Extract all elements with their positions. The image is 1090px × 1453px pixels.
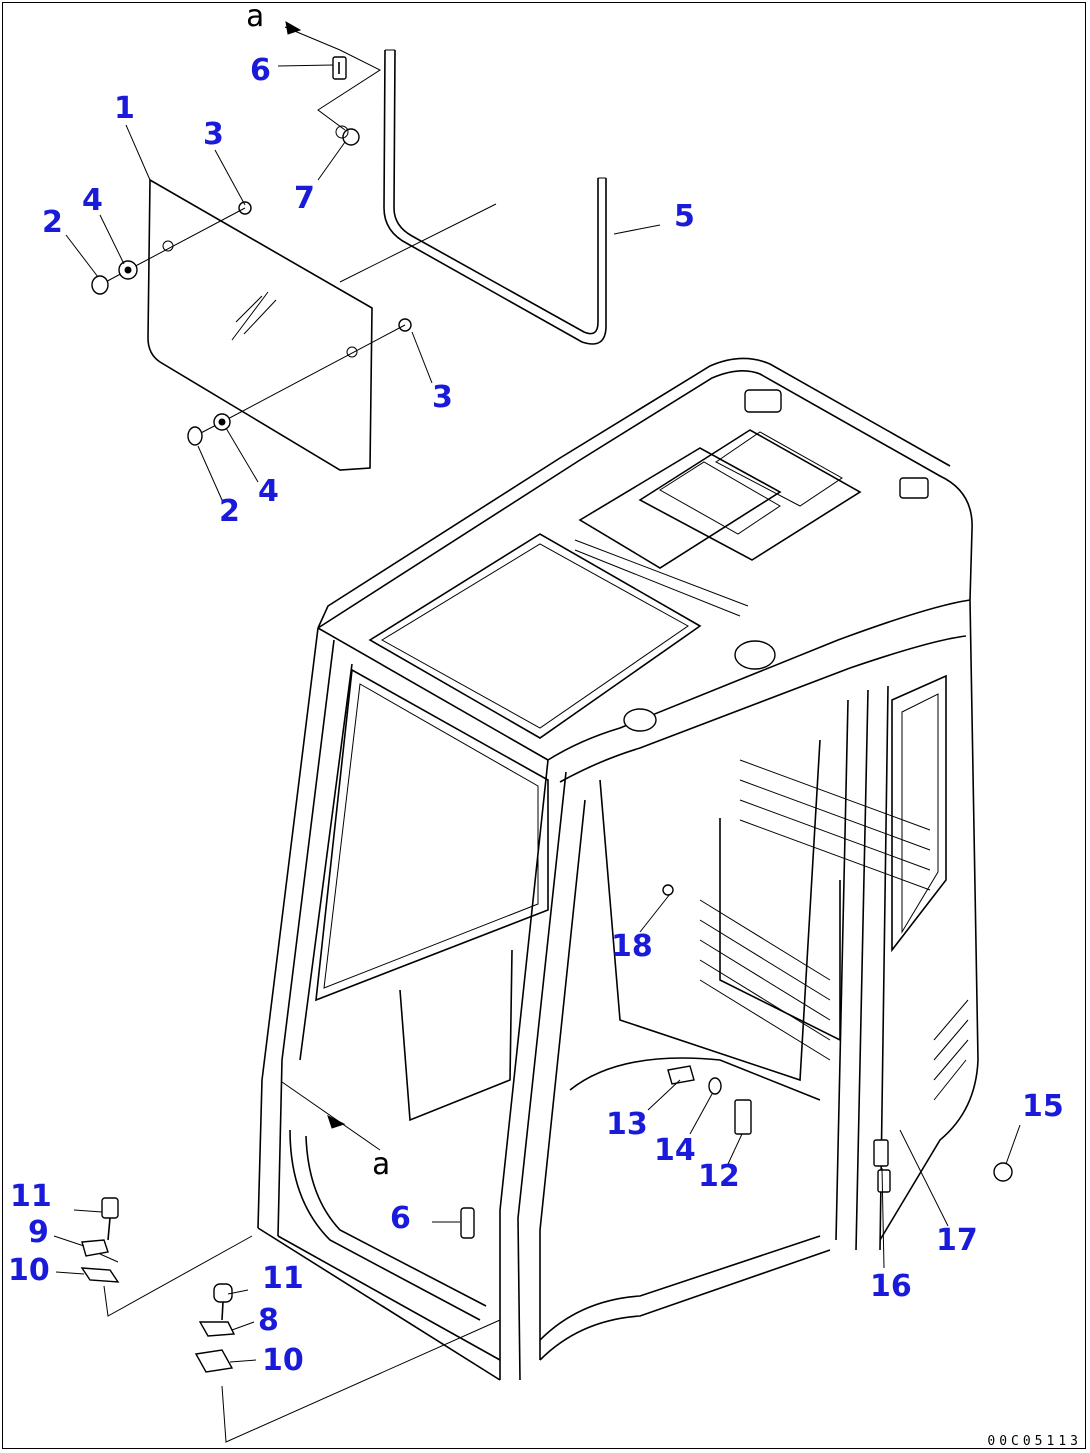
glass-nuts bbox=[91, 260, 231, 446]
callout-3-top: 3 bbox=[203, 117, 224, 152]
callout-18: 18 bbox=[611, 929, 653, 964]
callout-11-left: 11 bbox=[10, 1179, 52, 1214]
leader-lines bbox=[53, 64, 1021, 1363]
callout-2-bottom: 2 bbox=[219, 494, 240, 529]
callout-4-bottom: 4 bbox=[258, 474, 279, 509]
callout-12: 12 bbox=[698, 1159, 740, 1194]
callout-8: 8 bbox=[258, 1303, 279, 1338]
callout-9: 9 bbox=[28, 1215, 49, 1250]
callout-5: 5 bbox=[674, 199, 695, 234]
callout-6-lower: 6 bbox=[390, 1201, 411, 1236]
callout-11-right: 11 bbox=[262, 1261, 304, 1296]
weatherstrip bbox=[383, 49, 607, 345]
drawing-code: 00C05113 bbox=[987, 1434, 1082, 1449]
callout-6-top: 6 bbox=[250, 53, 271, 88]
callout-15: 15 bbox=[1022, 1089, 1064, 1124]
callout-14: 14 bbox=[654, 1133, 696, 1168]
callout-17: 17 bbox=[936, 1223, 978, 1258]
callout-3-bottom: 3 bbox=[432, 380, 453, 415]
detail-mark-a-cab: a bbox=[372, 1147, 391, 1182]
callout-1: 1 bbox=[114, 91, 135, 126]
glass-panel bbox=[147, 178, 412, 471]
callout-4-top: 4 bbox=[82, 183, 103, 218]
callout-16: 16 bbox=[870, 1269, 912, 1304]
cab-body bbox=[257, 357, 1013, 1381]
lower-left-parts bbox=[80, 1197, 501, 1443]
callout-7: 7 bbox=[294, 181, 315, 216]
callout-10-left: 10 bbox=[8, 1253, 50, 1288]
callout-2-top: 2 bbox=[42, 205, 63, 240]
top-clips bbox=[284, 21, 382, 146]
callout-13: 13 bbox=[606, 1107, 648, 1142]
callout-10-right: 10 bbox=[262, 1343, 304, 1378]
detail-mark-a-top: a bbox=[246, 0, 265, 34]
